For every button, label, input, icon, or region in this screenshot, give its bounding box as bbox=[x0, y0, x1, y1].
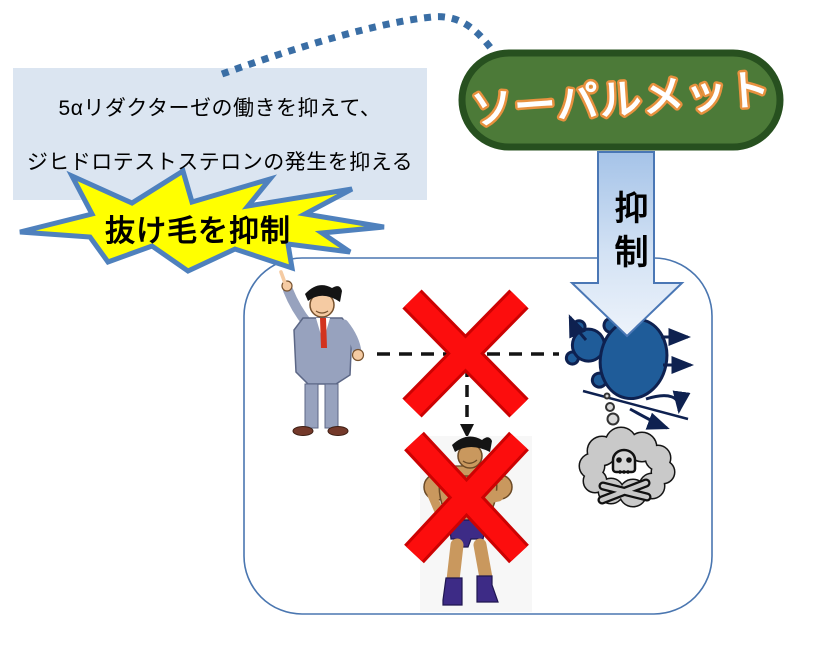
skull-thought-cloud-icon bbox=[578, 426, 676, 508]
red-x-icon-bottom bbox=[404, 431, 529, 564]
inhibit-down-arrow bbox=[569, 151, 685, 338]
saw-palmetto-badge: ソーパルメット bbox=[458, 49, 784, 151]
inhibit-arrow-label: 抑制 bbox=[609, 190, 647, 278]
burst-label: 抜け毛を抑制 bbox=[105, 215, 291, 248]
suited-man-icon bbox=[279, 270, 365, 436]
dashed-arrow-vertical bbox=[460, 365, 474, 438]
explanation-line-1: 5αリダクターゼの働きを抑えて、 bbox=[58, 97, 382, 120]
dotted-connector-line bbox=[220, 13, 501, 78]
enzyme-bug-icon bbox=[564, 314, 694, 430]
hair-loss-burst bbox=[19, 167, 385, 274]
thought-bubble-trail bbox=[603, 392, 620, 426]
red-x-icon-top bbox=[402, 289, 529, 418]
explanation-line-2: ジヒドロテストステロンの発生を抑える bbox=[26, 151, 414, 174]
